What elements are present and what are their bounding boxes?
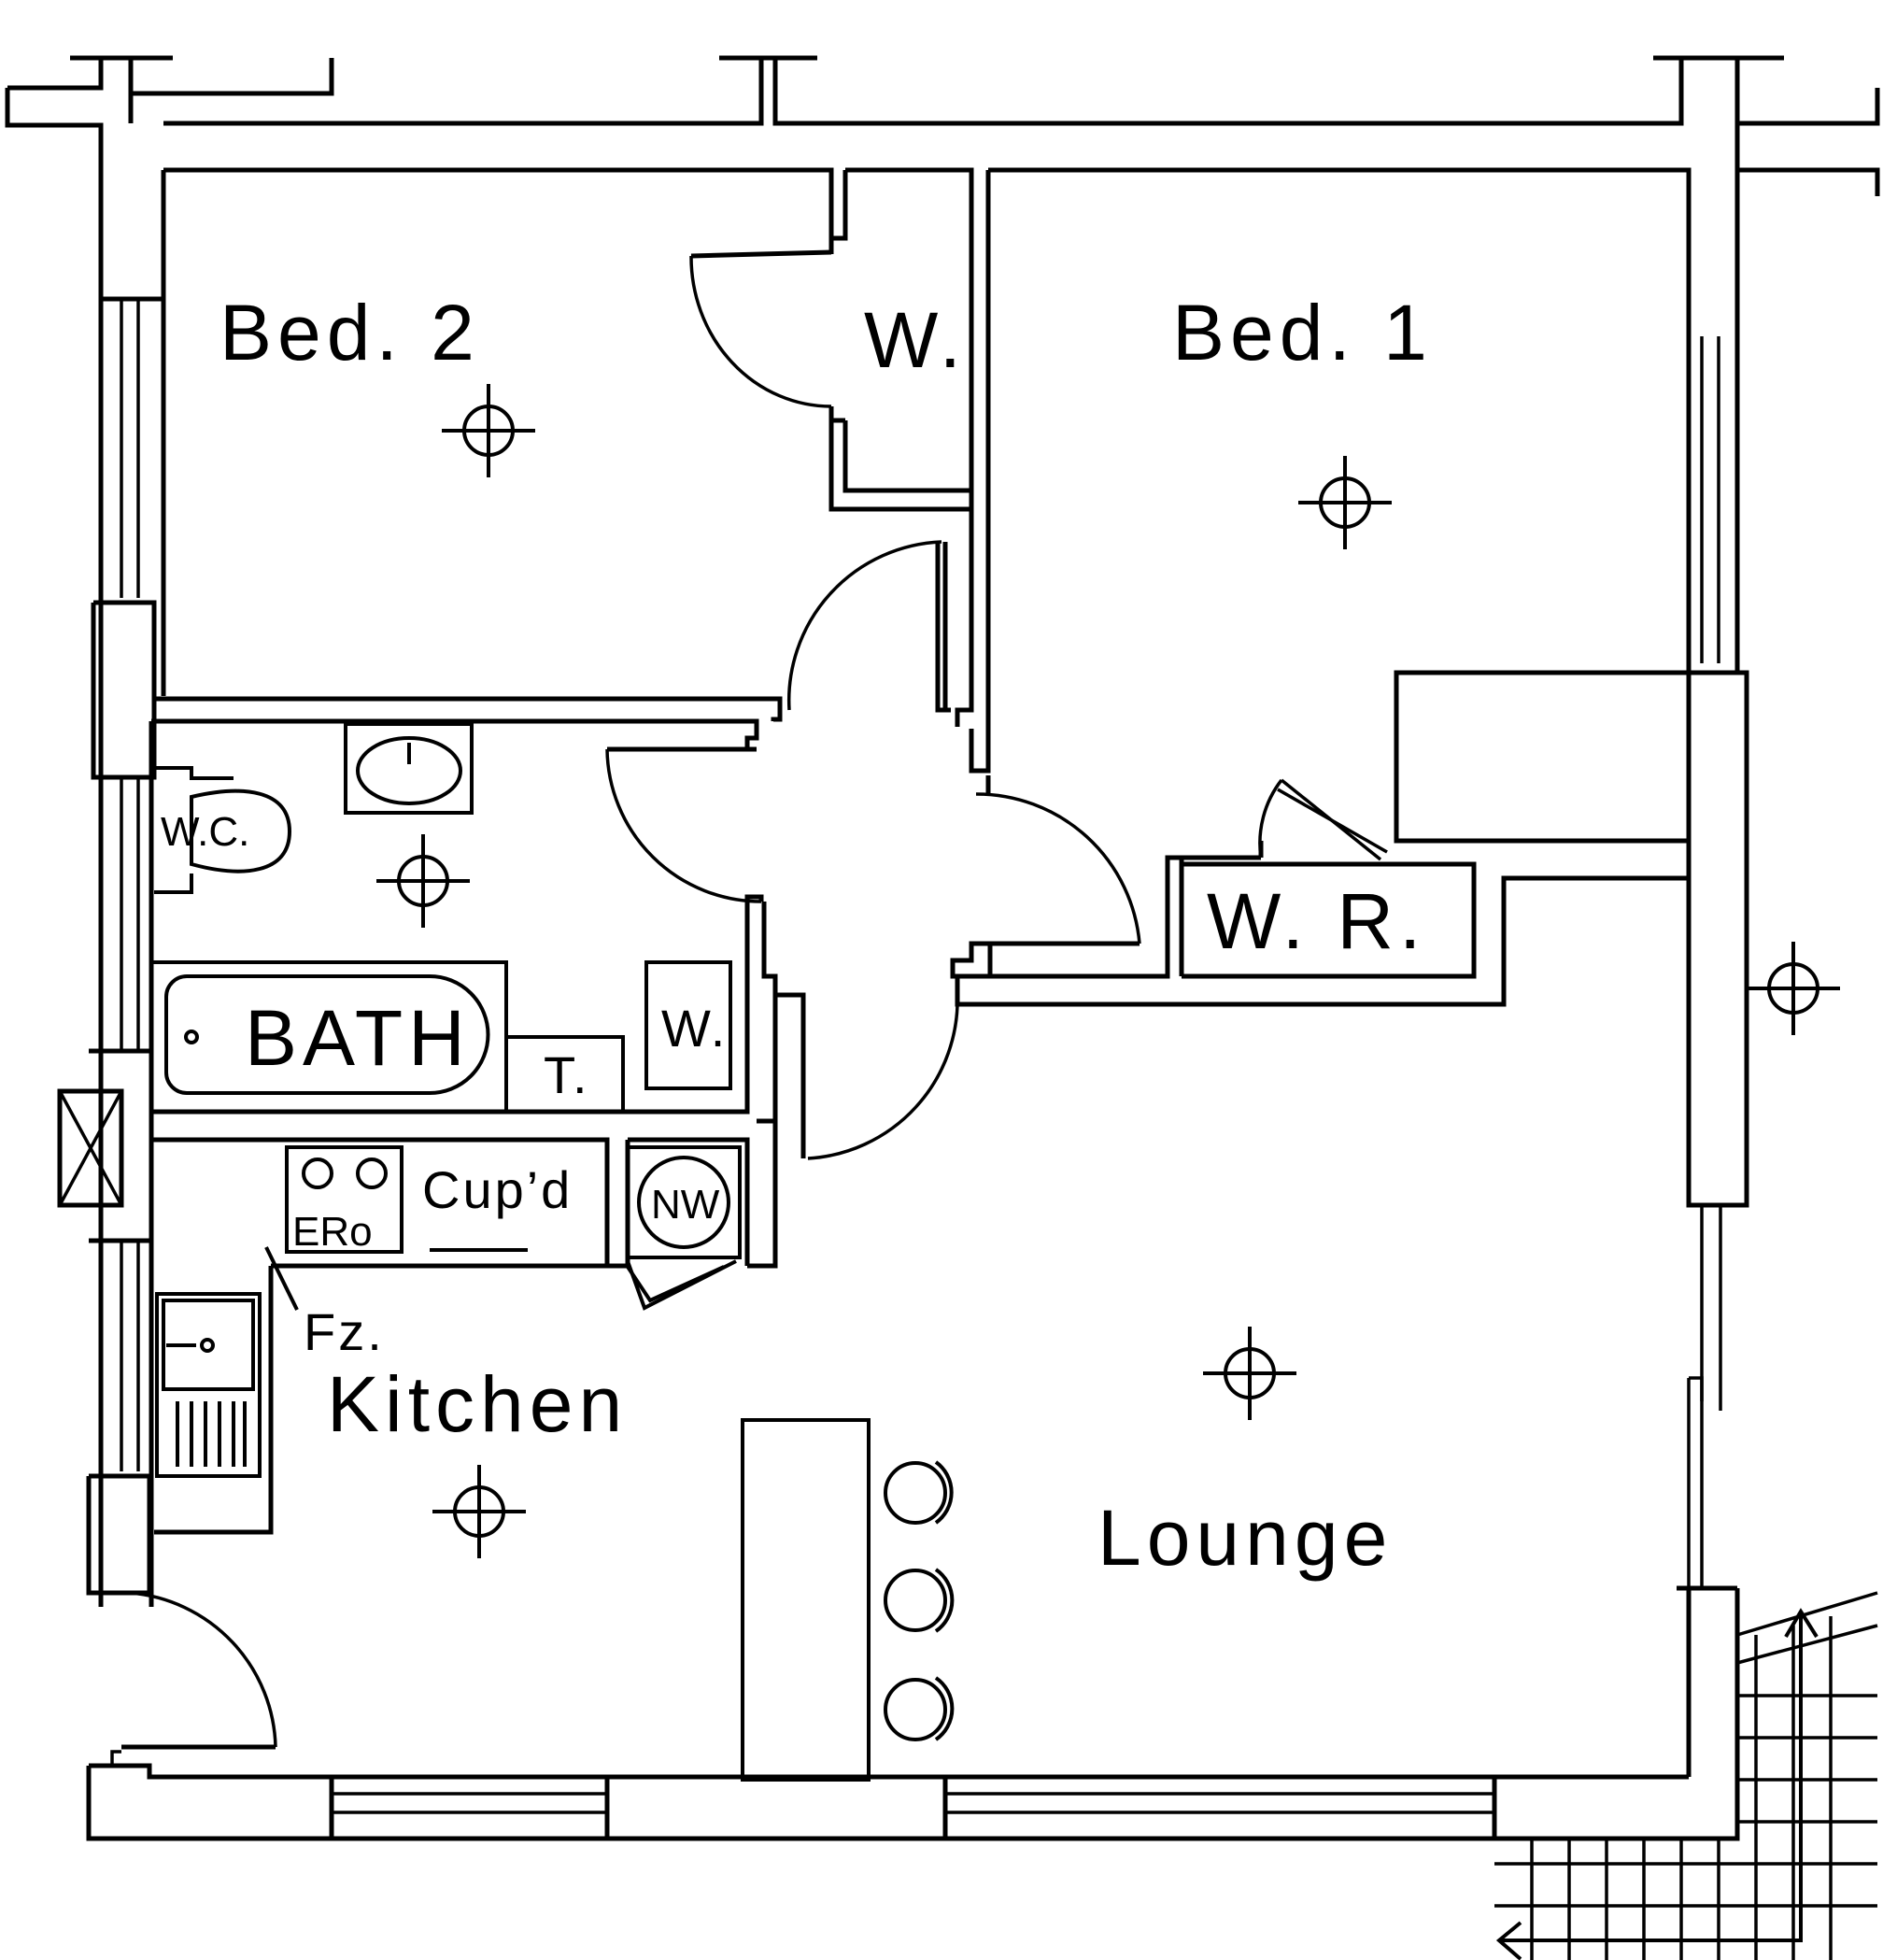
wardrobe-label-bed1: W. R. (1207, 877, 1426, 965)
bar-stool (884, 1460, 954, 1525)
hall-doors (605, 540, 1141, 1160)
stair-arrow-icon (1495, 1608, 1819, 1960)
cupboard-label: Cup’d (422, 1160, 573, 1219)
bar-stool (884, 1676, 955, 1741)
chimney-flue-icon (57, 1088, 124, 1208)
freezer-label: Fz. (304, 1302, 385, 1361)
wardrobe-label-bed2: W. (864, 296, 967, 384)
light-point-icon (1298, 456, 1392, 549)
cooker-label: ERo (292, 1209, 373, 1255)
room-label-lounge: Lounge (1097, 1494, 1393, 1582)
lounge-right-wall (1677, 878, 1737, 1777)
room-label-bed2: Bed. 2 (219, 289, 480, 376)
entrance-door (110, 1590, 277, 1766)
bottom-wall (86, 1588, 1740, 1841)
bed1-walls (950, 336, 1749, 1208)
bath-label: BATH (245, 994, 471, 1082)
light-point-icon (432, 1465, 526, 1558)
light-point-icon (1203, 1327, 1296, 1420)
top-exterior-walls (5, 55, 1880, 1607)
bed2-walls (151, 167, 991, 774)
washer-label: NW (651, 1182, 720, 1228)
bar-stools (884, 1460, 955, 1741)
bath-wardrobe-label: W. (661, 999, 728, 1058)
wc-label: W.C. (161, 809, 249, 855)
light-point-icon (1747, 942, 1840, 1035)
towel-cupboard-label: T. (544, 1045, 590, 1104)
light-point-icon (442, 384, 535, 477)
drainer-ribs (176, 1401, 247, 1467)
light-point-icon (376, 834, 470, 928)
bar-stool (884, 1568, 955, 1633)
room-label-bed1: Bed. 1 (1172, 289, 1433, 376)
bathroom-fixtures (149, 722, 732, 1114)
kitchen-fixtures (155, 1145, 742, 1478)
breakfast-bar (741, 1418, 871, 1782)
room-label-kitchen: Kitchen (327, 1360, 628, 1448)
